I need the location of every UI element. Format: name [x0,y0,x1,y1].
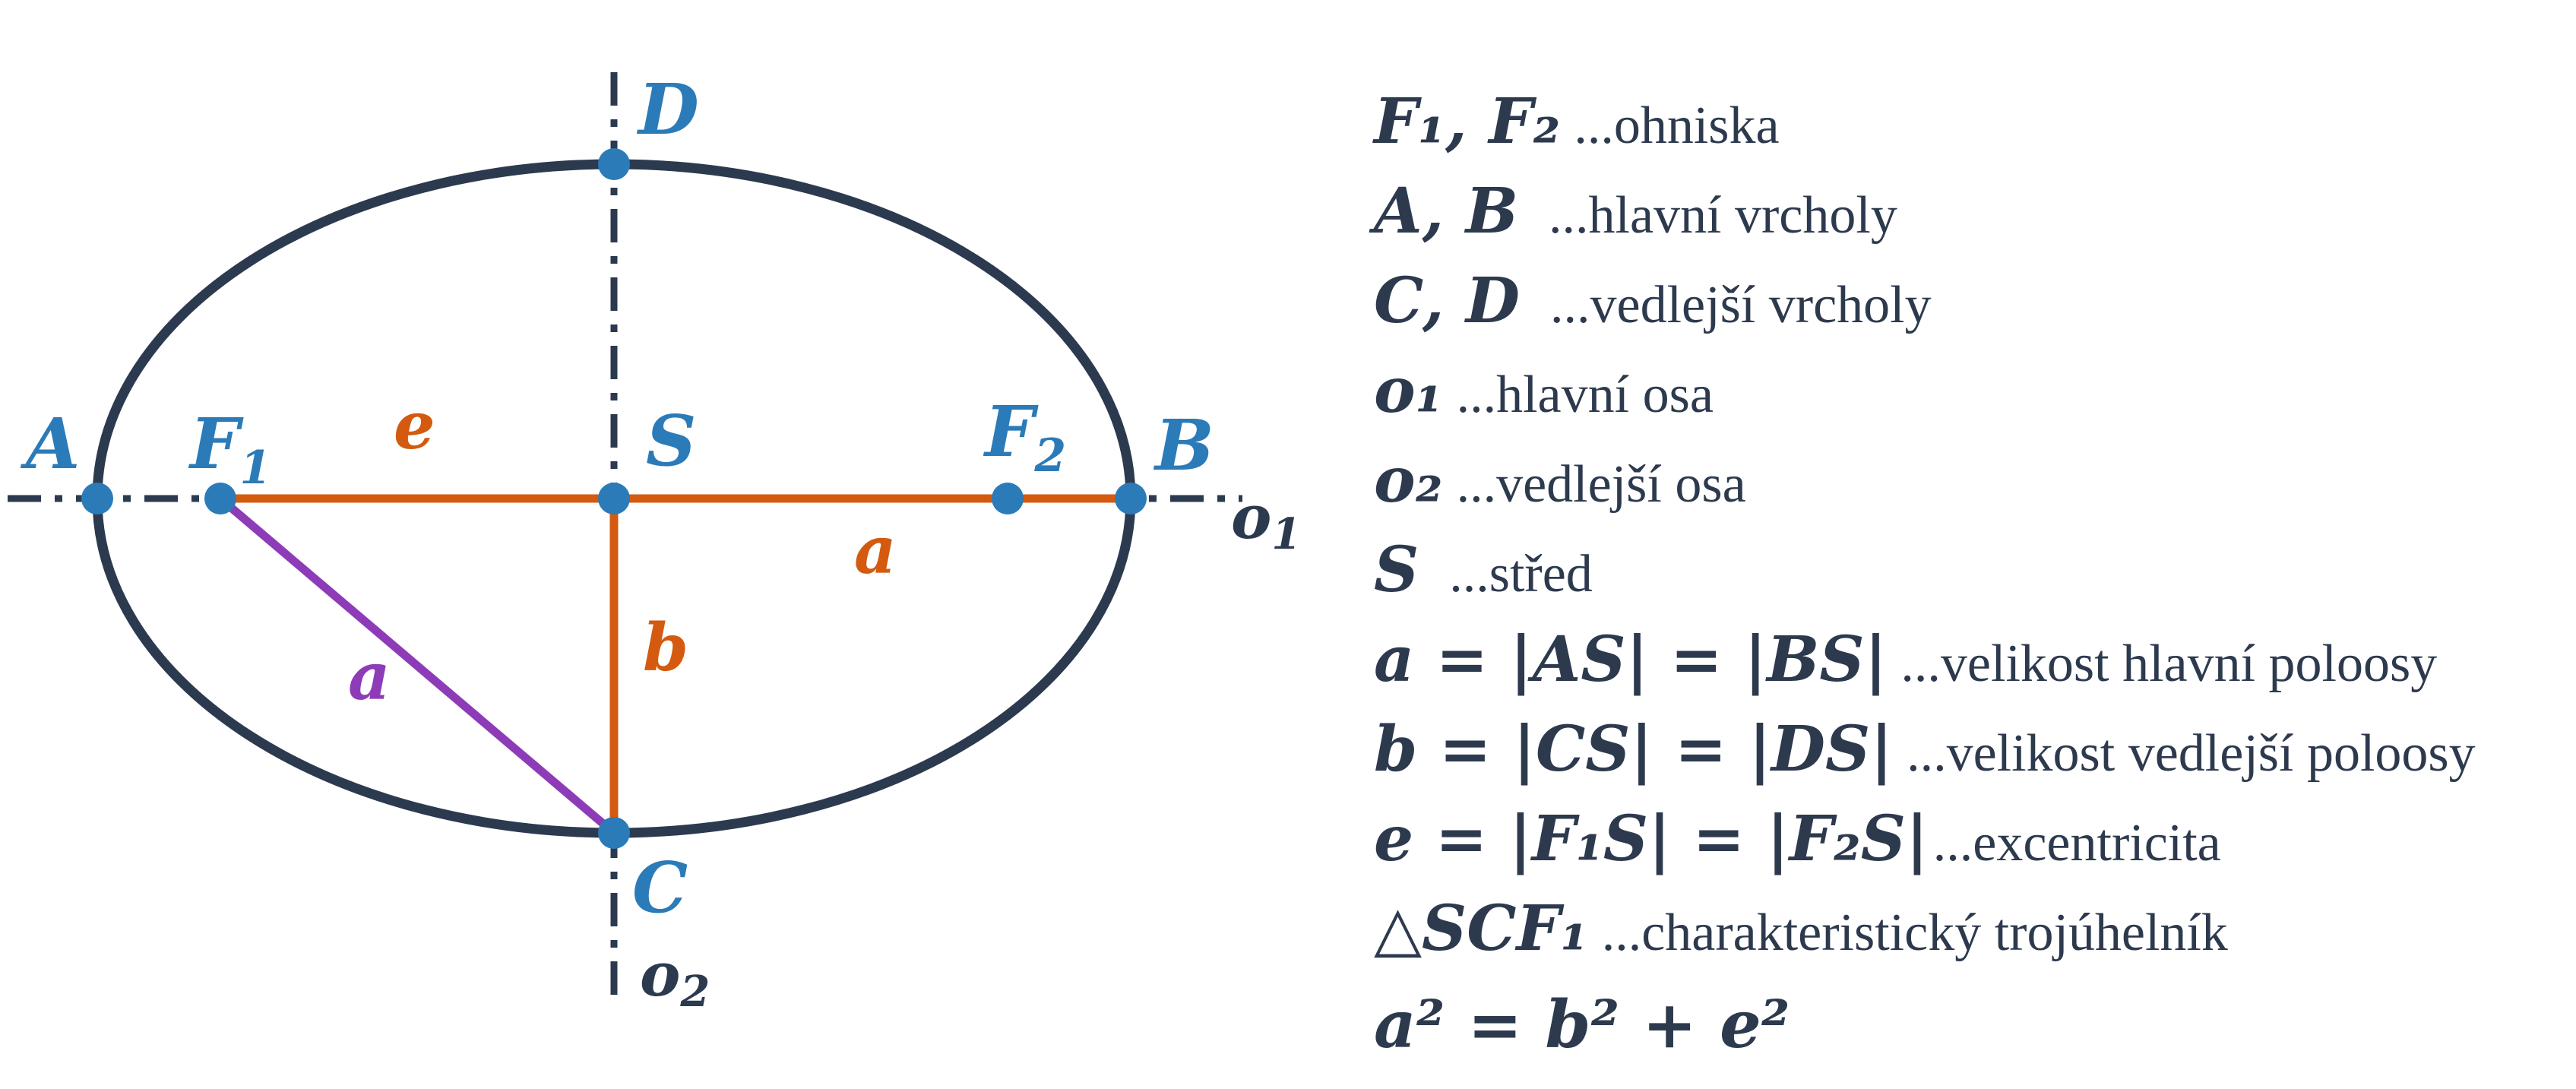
legend-desc: ...velikost vedlejší poloosy [1907,724,2476,783]
label-S: S [646,400,696,482]
label-axis-o2: o2 [640,939,710,1017]
legend-row-semi-major: a = |AS| = |BS| ...velikost hlavní poloo… [1374,623,2437,696]
legend-symbol: o₂ [1374,444,1443,517]
legend-desc: ...vedlejší osa [1456,455,1746,514]
legend-desc: ...velikost hlavní poloosy [1900,635,2438,693]
legend-row-minor-axis: o₂ ...vedlejší osa [1374,444,1746,517]
legend-symbol: e = |F₁S| = |F₂S| [1374,803,1929,875]
legend-row-eccentricity: e = |F₁S| = |F₂S| ...excentricita [1374,803,2221,875]
legend-formula: a² = b² + e² [1374,986,1790,1063]
segment-hypotenuse-a [217,495,617,837]
legend-desc: ...ohniska [1574,97,1780,155]
label-segment-a-hyp: a [348,638,391,715]
legend-desc: ...střed [1449,545,1593,603]
label-segment-b: b [643,609,688,686]
legend-symbol: b = |CS| = |DS| [1374,713,1894,786]
legend-row-triangle: △SCF₁ ...charakteristický trojúhelník [1374,892,2228,965]
label-B: B [1153,404,1214,486]
legend-row-formula: a² = b² + e² [1374,986,1790,1063]
legend-symbol: F₁, F₂ [1374,85,1561,158]
label-F2: F2 [983,391,1066,483]
point-D [598,148,630,180]
legend-desc: ...vedlejší vrcholy [1550,276,1932,334]
point-F2 [992,483,1024,514]
label-axis-o1: o1 [1231,481,1301,559]
point-A [81,483,113,514]
point-S [598,483,630,514]
legend-row-center: S ...střed [1374,533,1593,606]
legend-desc: ...charakteristický trojúhelník [1601,904,2228,962]
legend-desc: ...hlavní osa [1456,366,1714,424]
label-C: C [632,847,688,929]
legend-row-main-vertices: A, B ...hlavní vrcholy [1374,175,1897,248]
point-C [598,817,630,849]
legend-row-minor-vertices: C, D ...vedlejší vrcholy [1374,264,1932,337]
legend-row-foci: F₁, F₂ ...ohniska [1374,85,1780,158]
point-F1 [204,483,236,514]
legend-symbol: A, B [1374,175,1519,248]
legend-desc: ...excentricita [1932,814,2221,872]
legend-symbol: a = |AS| = |BS| [1374,623,1888,696]
legend-desc: ...hlavní vrcholy [1549,186,1897,245]
legend-row-major-axis: o₁ ...hlavní osa [1374,354,1714,427]
legend-symbol: S [1374,533,1419,606]
legend-symbol: o₁ [1374,354,1443,427]
point-B [1115,483,1147,514]
legend-row-semi-minor: b = |CS| = |DS| ...velikost vedlejší pol… [1374,713,2476,786]
legend-symbol: △SCF₁ [1374,892,1588,965]
label-D: D [636,68,699,150]
legend-symbol: C, D [1374,264,1521,337]
label-F1: F1 [188,403,271,495]
label-segment-a-axis: a [854,512,897,589]
label-A: A [20,403,80,485]
label-segment-e: e [394,388,435,464]
